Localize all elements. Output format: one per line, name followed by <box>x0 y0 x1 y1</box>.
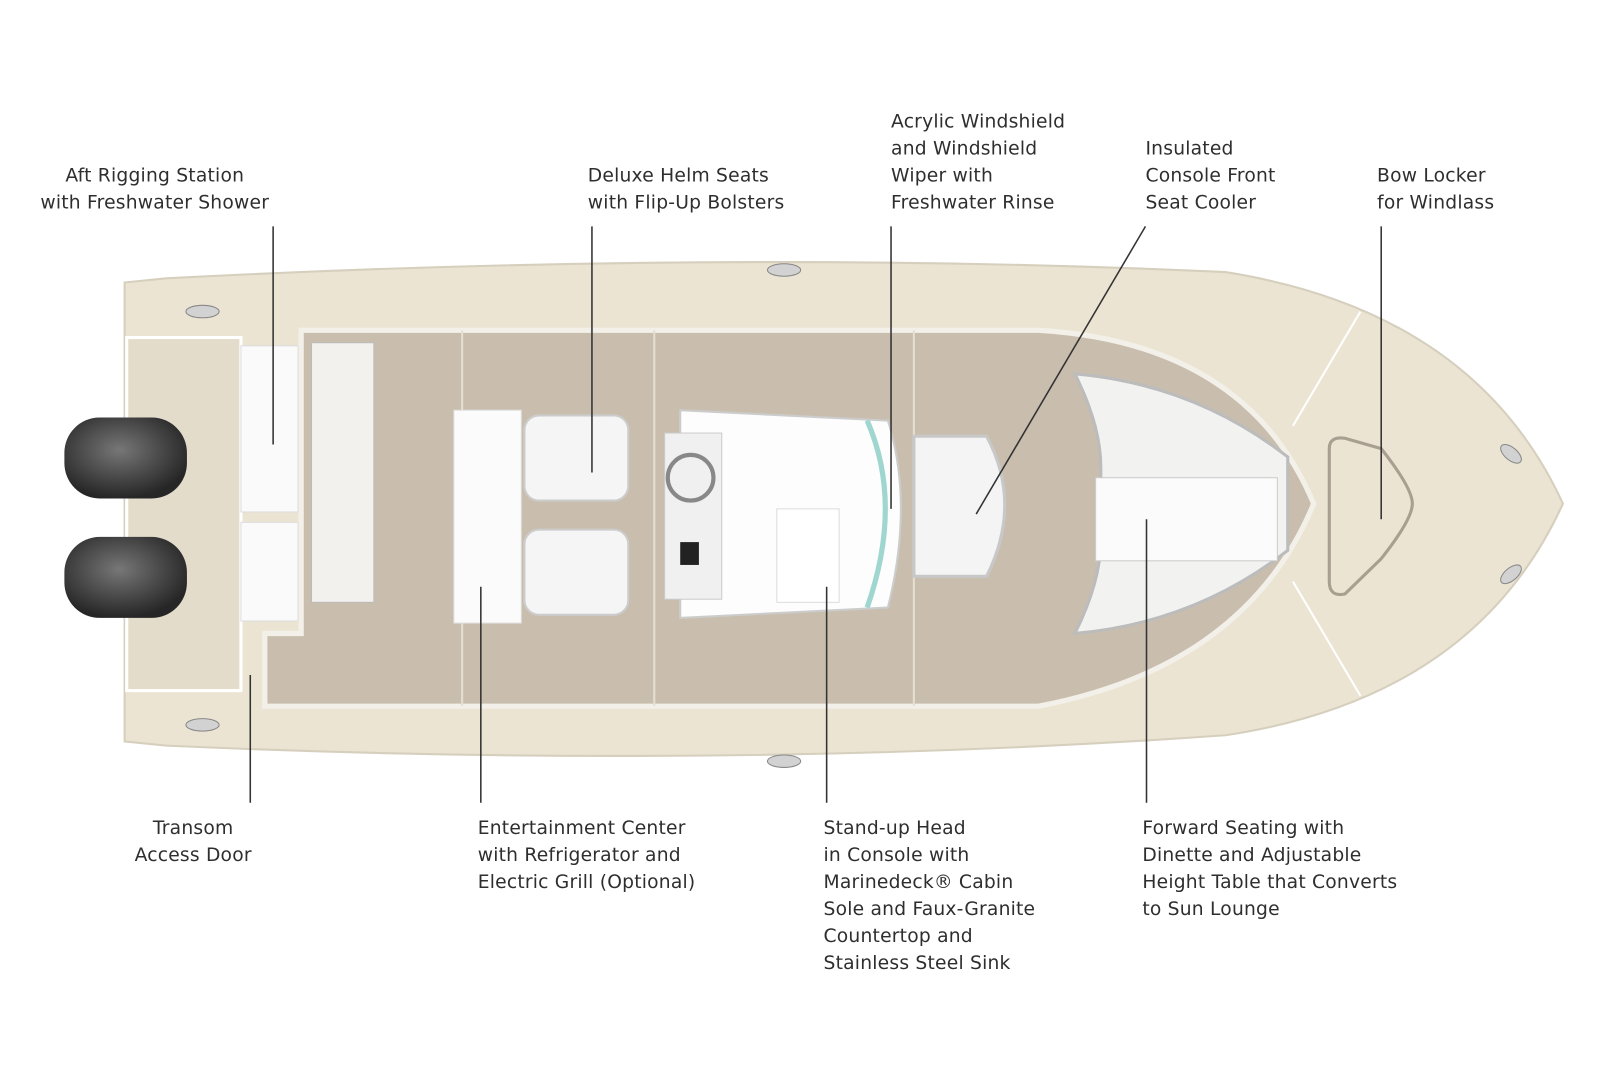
callout-line: with Refrigerator and <box>477 844 681 867</box>
helm-seat <box>523 414 630 502</box>
helm-seat <box>523 528 630 616</box>
outboard-engine <box>64 536 187 618</box>
callout-line: Transom <box>152 817 234 840</box>
steering-wheel-icon <box>665 452 716 503</box>
callout-line: Insulated <box>1145 138 1234 160</box>
callout-line: Seat Cooler <box>1145 192 1257 214</box>
throttle-icon <box>680 542 699 565</box>
callout-line: Freshwater Rinse <box>891 192 1055 214</box>
callout-line: Console Front <box>1145 165 1276 187</box>
callout-line: Stainless Steel Sink <box>823 952 1011 975</box>
callout-line: Stand-up Head <box>823 817 966 840</box>
callout-line: Sole and Faux-Granite <box>823 898 1036 921</box>
callout-aft-rigging-station: Aft Rigging Station with Freshwater Show… <box>21 163 289 217</box>
callout-line: with Flip-Up Bolsters <box>587 192 785 214</box>
cleats <box>185 263 1522 768</box>
callout-line: Access Door <box>134 844 252 867</box>
callout-transom-door: Transom Access Door <box>110 815 276 869</box>
callout-windshield: Acrylic Windshield and Windshield Wiper … <box>891 109 1065 217</box>
aft-rigging-station <box>240 345 299 513</box>
callout-line: Marinedeck® Cabin <box>823 871 1014 894</box>
callout-line: Height Table that Converts <box>1142 871 1398 894</box>
callout-line: Forward Seating with <box>1142 817 1345 840</box>
callout-seat-cooler: Insulated Console Front Seat Cooler <box>1145 136 1275 217</box>
dinette-table <box>1095 477 1278 562</box>
callout-line: Wiper with <box>891 165 994 187</box>
callout-entertainment-center: Entertainment Center with Refrigerator a… <box>478 815 696 896</box>
bow-locker-hatch <box>1327 436 1414 597</box>
callout-bow-locker: Bow Locker for Windlass <box>1377 163 1494 217</box>
callout-line: for Windlass <box>1377 192 1495 214</box>
callout-forward-seating: Forward Seating with Dinette and Adjusta… <box>1142 815 1397 923</box>
callout-line: and Windshield <box>891 138 1038 160</box>
callout-helm-seats: Deluxe Helm Seats with Flip-Up Bolsters <box>588 163 785 217</box>
windshield <box>864 419 888 609</box>
callout-line: Bow Locker <box>1377 165 1486 187</box>
aft-bench <box>311 342 375 603</box>
callout-line: Acrylic Windshield <box>891 111 1066 133</box>
entertainment-center <box>453 409 522 624</box>
callout-line: to Sun Lounge <box>1142 898 1280 921</box>
callout-line: Aft Rigging Station <box>65 165 245 187</box>
outboard-engine <box>64 417 187 499</box>
callout-head: Stand-up Head in Console with Marinedeck… <box>824 815 1036 977</box>
callout-line: Deluxe Helm Seats <box>587 165 769 187</box>
callout-line: Entertainment Center <box>477 817 686 840</box>
callout-line: in Console with <box>823 844 970 867</box>
callout-line: Dinette and Adjustable <box>1142 844 1362 867</box>
callout-line: Electric Grill (Optional) <box>477 871 696 894</box>
callout-line: with Freshwater Shower <box>40 192 270 214</box>
console-front-seat-cooler <box>912 434 1007 578</box>
callout-line: Countertop and <box>823 925 973 948</box>
leader-lines <box>249 225 1382 803</box>
swim-platform <box>125 335 243 693</box>
